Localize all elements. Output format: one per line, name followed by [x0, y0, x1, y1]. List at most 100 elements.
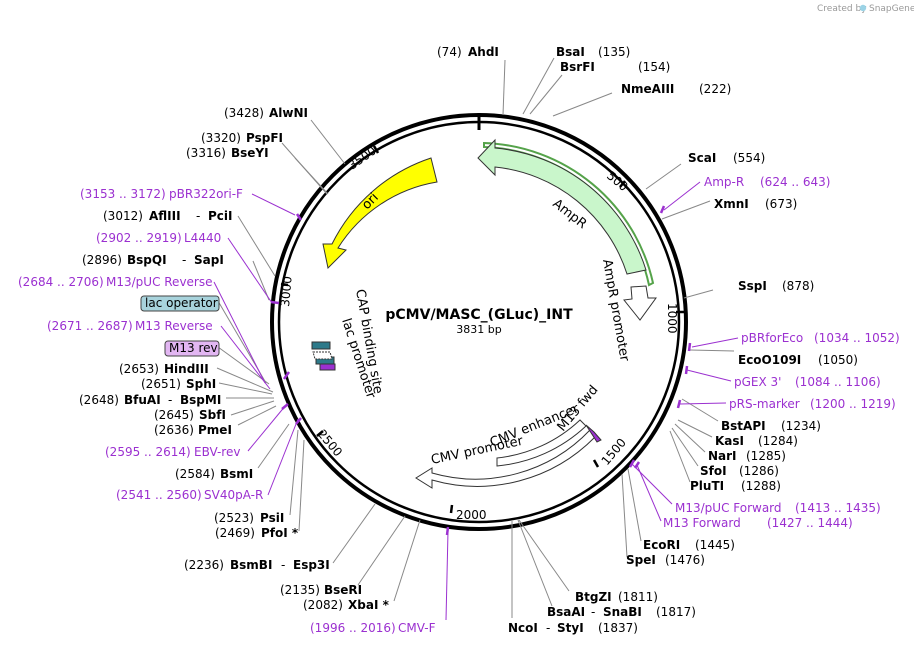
enzyme-name-sfoi: SfoI — [700, 464, 727, 478]
tick-3500 — [372, 145, 380, 154]
enzyme-name-bseyi: BseYI — [231, 146, 269, 160]
enzyme-pos-pluti: (1288) — [741, 479, 781, 493]
tick-3000 — [280, 282, 289, 287]
primer-range-m13-puc-reverse: (2684 .. 2706) — [18, 275, 104, 289]
primer-range-m13-forward: (1427 .. 1444) — [767, 516, 853, 530]
enzyme-name-xmni: XmnI — [714, 197, 749, 211]
ampr-feature — [477, 138, 647, 275]
primer-range-cmv-f: (1996 .. 2016) — [310, 621, 396, 635]
enzyme-pos-spei: (1476) — [665, 553, 705, 567]
enzyme-pos-alwni: (3428) — [224, 106, 264, 120]
tick-label-3000: 3000 — [278, 276, 295, 308]
primer-range-ebv-rev: (2595 .. 2614) — [105, 445, 191, 459]
tick-label-500: 500 — [604, 169, 631, 194]
enzyme-pos-nari: (1285) — [746, 449, 786, 463]
enzyme-name-pmei: PmeI — [198, 423, 232, 437]
enzyme-name-psii: PsiI — [260, 511, 284, 525]
enzyme-pos-xmni: (673) — [765, 197, 797, 211]
enzyme-name-pspfi: PspFI — [246, 131, 283, 145]
snapgene-logo-icon — [859, 4, 867, 12]
enzyme-pos-scai: (554) — [733, 151, 765, 165]
plasmid-name: pCMV/MASC_(GLuc)_INT — [385, 307, 573, 323]
enzyme-pos-sspi: (878) — [782, 279, 814, 293]
enzyme-pos-bsrfi: (154) — [638, 60, 670, 74]
enzyme-name-esp3i: Esp3I — [293, 558, 330, 572]
enzyme-pos-bsai: (135) — [598, 45, 630, 59]
enzyme-name-bsmbi: BsmBI — [230, 558, 272, 572]
enzyme-pos-btgzi: (1811) — [618, 590, 658, 604]
enzyme-name-afliii: AflIII — [149, 209, 181, 223]
enzyme-pos-hindiii: (2653) — [119, 362, 159, 376]
ampr-promoter-arrow — [623, 285, 657, 321]
primer-range-l4440: (2902 .. 2919) — [96, 231, 182, 245]
enzyme-pos-xbai: (2082) — [303, 598, 343, 612]
tick-marks — [280, 145, 684, 514]
tick-label-2000: 2000 — [456, 508, 487, 522]
enzyme-name-bstapi: BstAPI — [721, 419, 766, 433]
m13-rev-feature — [319, 363, 336, 371]
enzyme-name-styi: StyI — [557, 621, 584, 635]
enzyme-name-bsrfi: BsrFI — [560, 60, 595, 74]
primer-name-m13-reverse: M13 Reverse — [135, 319, 213, 333]
primer-name-ebv-rev: EBV-rev — [194, 445, 240, 459]
primer-range-prs-marker: (1200 .. 1219) — [810, 397, 896, 411]
lac-operator-box — [140, 295, 220, 312]
primer-range-pgex3: (1084 .. 1106) — [795, 375, 881, 389]
enzyme-name-nari: NarI — [708, 449, 737, 463]
enzyme-sep-bsmbi: - — [281, 558, 285, 572]
primer-range-pbrforeco: (1034 .. 1052) — [814, 331, 900, 345]
enzyme-name-pcii: PciI — [208, 209, 233, 223]
enzyme-name-ahdi: AhdI — [468, 45, 499, 59]
enzyme-name-scai: ScaI — [688, 151, 716, 165]
primer-name-pbrforeco: pBRforEco — [741, 331, 803, 345]
enzyme-pos-ahdi: (74) — [437, 45, 462, 59]
enzyme-name-bspmi: BspMI — [180, 393, 221, 407]
enzyme-name-spei: SpeI — [626, 553, 656, 567]
cmv-promoter-arrow — [415, 429, 596, 489]
tick-1500 — [592, 459, 600, 468]
enzyme-pos-psii: (2523) — [214, 511, 254, 525]
enzyme-pos-ncoi: (1837) — [598, 621, 638, 635]
primer-name-cmv-f: CMV-F — [398, 621, 436, 635]
enzyme-sep-ncoi: - — [546, 621, 550, 635]
enzyme-pos-ecori: (1445) — [695, 538, 735, 552]
enzyme-pos-pfoi: (2469) — [215, 526, 255, 540]
enzyme-sep-afliii: - — [196, 209, 200, 223]
ori-feature — [322, 157, 438, 270]
m13-rev-label: M13 rev — [169, 341, 218, 355]
tick-500 — [619, 180, 626, 188]
enzyme-pos-bseyi: (3316) — [186, 146, 226, 160]
enzyme-name-pluti: PluTI — [690, 479, 724, 493]
enzyme-pos-bfuai: (2648) — [79, 393, 119, 407]
credit-text: Created by — [817, 4, 867, 14]
enzyme-pos-nmeaiii: (222) — [699, 82, 731, 96]
enzyme-sep-bspqi: - — [182, 253, 186, 267]
enzyme-name-ncoi: NcoI — [508, 621, 538, 635]
tick-2000 — [449, 504, 454, 514]
lac-operator-label: lac operator — [145, 296, 218, 310]
lac-promoter-feature — [312, 351, 333, 360]
enzyme-pos-bstapi: (1234) — [781, 419, 821, 433]
primer-name-pgex3: pGEX 3' — [734, 375, 781, 389]
enzyme-name-hindiii: HindIII — [164, 362, 209, 376]
enzyme-pos-kasi: (1284) — [758, 434, 798, 448]
primer-range-pbr322ori-f: (3153 .. 3172) — [80, 187, 166, 201]
enzyme-name-bfuai: BfuAI — [124, 393, 161, 407]
enzyme-name-alwni: AlwNI — [269, 106, 308, 120]
credit-brand: SnapGene — [869, 4, 914, 14]
enzyme-pos-afliii: (3012) — [103, 209, 143, 223]
enzyme-name-btgzi: BtgZI — [575, 590, 612, 604]
enzyme-name-pfoi: PfoI * — [261, 526, 299, 540]
tick-label-1000: 1000 — [665, 303, 679, 334]
enzyme-name-bsmi: BsmI — [220, 467, 253, 481]
tick-label-1500: 1500 — [599, 436, 629, 468]
primer-leader-lines — [213, 181, 739, 621]
enzyme-name-bsaai: BsaAI — [547, 605, 585, 619]
enzyme-pos-ecoo109i: (1050) — [818, 353, 858, 367]
cmv-enhancer-feature — [496, 419, 587, 467]
primer-range-m13-reverse: (2671 .. 2687) — [47, 319, 133, 333]
enzyme-name-bseri: BseRI — [324, 583, 362, 597]
enzyme-pos-sfoi: (1286) — [739, 464, 779, 478]
enzyme-pos-bseri: (2135) — [280, 583, 320, 597]
enzyme-name-snabi: SnaBI — [603, 605, 642, 619]
